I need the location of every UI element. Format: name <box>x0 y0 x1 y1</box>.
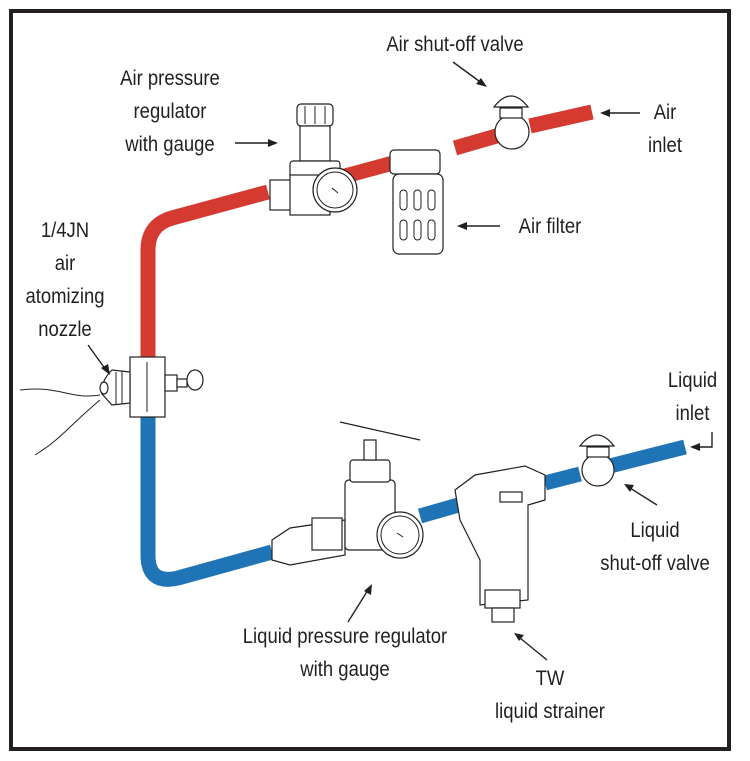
label-line: TW <box>535 667 565 690</box>
label-nozzle: 1/4JN air atomizing nozzle <box>25 214 104 346</box>
label-line: nozzle <box>38 318 92 341</box>
label-line: with gauge <box>125 133 215 156</box>
label-line: Air shut-off valve <box>386 33 524 56</box>
air-line <box>140 104 594 358</box>
label-air-inlet: Air inlet <box>634 96 696 162</box>
label-line: liquid strainer <box>495 700 605 723</box>
label-line: with gauge <box>300 658 390 681</box>
label-line: Air filter <box>518 215 582 238</box>
air-regulator-icon <box>269 103 358 216</box>
label-line: Liquid <box>630 519 680 542</box>
label-line: Liquid pressure regulator <box>242 625 448 648</box>
air-filter-icon <box>389 149 444 255</box>
spray-pattern <box>19 388 101 456</box>
air-shutoff-valve-icon <box>492 95 530 150</box>
label-line: Liquid <box>667 369 718 392</box>
label-air-pressure-regulator: Air pressure regulator with gauge <box>100 62 241 161</box>
label-liquid-strainer: TW liquid strainer <box>480 662 621 728</box>
label-line: inlet <box>675 402 710 425</box>
label-liquid-shutoff-valve: Liquid shut-off valve <box>593 514 716 580</box>
label-line: air <box>54 252 76 275</box>
label-liquid-inlet: Liquid inlet <box>660 364 726 430</box>
leader-arrows <box>87 61 713 661</box>
label-air-filter: Air filter <box>506 210 594 243</box>
liquid-line <box>140 412 687 587</box>
label-line: Air pressure <box>120 67 220 90</box>
label-line: regulator <box>133 100 207 123</box>
label-line: Air <box>653 101 677 124</box>
spray-nozzle-icon <box>99 356 204 418</box>
label-line: 1/4JN <box>40 219 90 242</box>
label-liquid-pressure-regulator: Liquid pressure regulator with gauge <box>222 620 468 686</box>
label-line: inlet <box>648 134 682 157</box>
label-line: shut-off valve <box>600 552 710 575</box>
liquid-strainer-icon <box>454 465 546 623</box>
liquid-shutoff-valve-icon <box>578 434 616 487</box>
label-line: atomizing <box>25 285 105 308</box>
liquid-regulator-icon <box>271 421 424 566</box>
label-air-shutoff-valve: Air shut-off valve <box>371 28 538 61</box>
